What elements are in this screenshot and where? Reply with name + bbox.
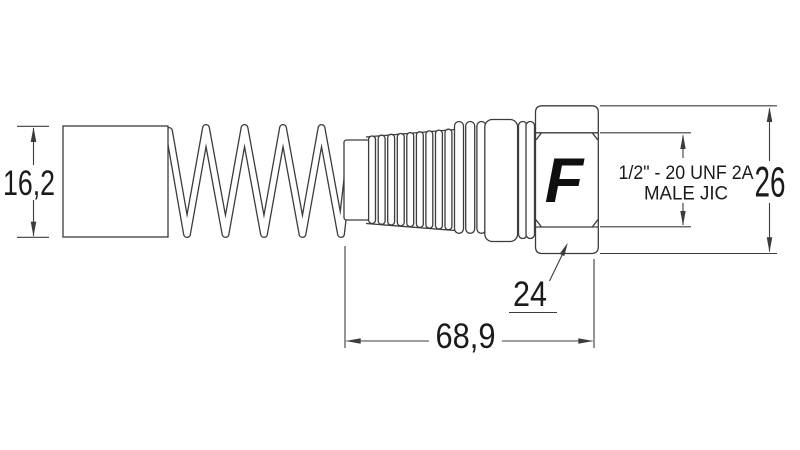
- rib: [387, 133, 396, 226]
- hex-chamfer: [591, 132, 599, 141]
- dimension-length: [344, 246, 595, 348]
- ridge: [453, 120, 465, 234]
- dim-text-hose-od: 16,2: [3, 164, 55, 203]
- ridge: [465, 120, 476, 234]
- brand-logo-f: F: [545, 146, 585, 216]
- dimension-lines: [17, 105, 777, 348]
- dim-text-hex-size: 24: [513, 275, 547, 314]
- hex-nut: [534, 105, 599, 255]
- dimension-thread: [600, 132, 691, 228]
- collar: [484, 118, 519, 243]
- rib: [434, 129, 444, 230]
- rib: [396, 132, 405, 227]
- rib: [444, 128, 453, 231]
- hex-chamfer: [535, 219, 543, 228]
- rib: [367, 135, 377, 225]
- rib: [415, 131, 424, 229]
- arrow-up: [30, 127, 37, 142]
- spring-guard: [165, 124, 355, 238]
- thread-spec-line1: 1/2" - 20 UNF 2A: [619, 162, 754, 184]
- hose-tail: [62, 125, 169, 238]
- seal-rings: [517, 120, 536, 240]
- thread-spec-line2: MALE JIC: [644, 183, 728, 205]
- dim-text-length: 68,9: [436, 317, 496, 356]
- arrow-leader: [559, 242, 568, 257]
- ring: [525, 120, 536, 240]
- rib: [425, 130, 434, 229]
- hex-outline: [534, 105, 599, 255]
- socket: [343, 139, 371, 221]
- arrow-up: [680, 134, 686, 149]
- rib: [377, 134, 386, 225]
- thread-ridges: [453, 120, 487, 234]
- dimension-hose-od: [17, 125, 49, 238]
- spring-band-inner: [166, 125, 354, 237]
- fitting-outline: [62, 105, 599, 255]
- arrow-down: [30, 221, 37, 237]
- arrow-up: [766, 107, 773, 122]
- leader-line: [549, 249, 565, 282]
- arrow-down: [766, 237, 773, 253]
- ferrule-ribs: [367, 128, 453, 231]
- arrow-down: [680, 211, 686, 226]
- hex-chamfer: [591, 219, 599, 228]
- dim-text-nut-height: 26: [755, 159, 786, 207]
- label-hex-size: [509, 242, 568, 314]
- arrow-right: [578, 338, 594, 344]
- hex-chamfer: [535, 132, 543, 141]
- rib: [406, 131, 415, 228]
- dimension-nut-height: [600, 105, 777, 255]
- arrow-left: [345, 338, 361, 344]
